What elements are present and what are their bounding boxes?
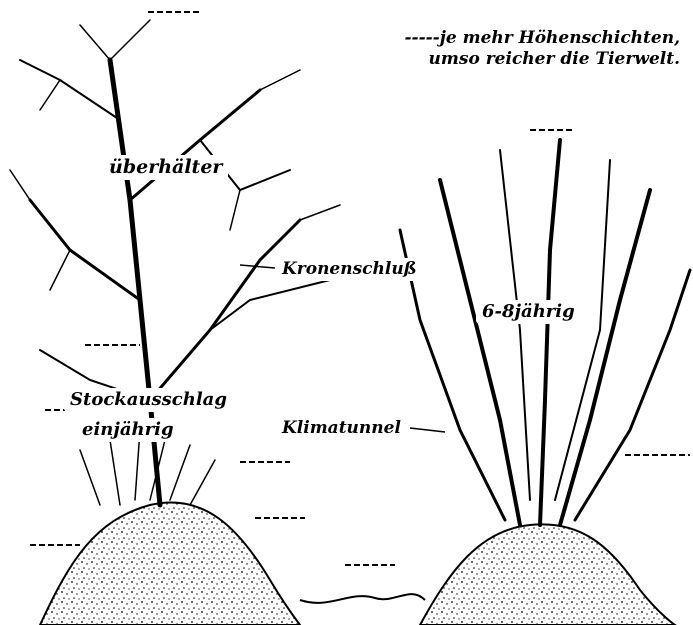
label-ueberhaelter: überhälter [103, 155, 228, 180]
klimatunnel-leader [410, 428, 445, 432]
label-klimatunnel: Klimatunnel [282, 420, 401, 437]
title-note: -----je mehr Höhenschichten, umso reiche… [340, 28, 680, 71]
label-6-8-jaehrig: 6-8jährig [476, 300, 581, 324]
right-earth-mound [420, 524, 675, 625]
label-stockausschlag: Stockausschlag [64, 388, 233, 412]
ground-line [300, 594, 425, 603]
shrub-6-8-years [400, 140, 690, 525]
left-earth-mound [40, 502, 300, 625]
height-markers [30, 12, 690, 565]
note-line-2: umso reicher die Tierwelt. [340, 49, 680, 70]
label-kronenschluss: Kronenschluß [276, 258, 423, 281]
label-einjaehrig: einjährig [76, 418, 180, 442]
note-line-1: -----je mehr Höhenschichten, [340, 28, 680, 49]
